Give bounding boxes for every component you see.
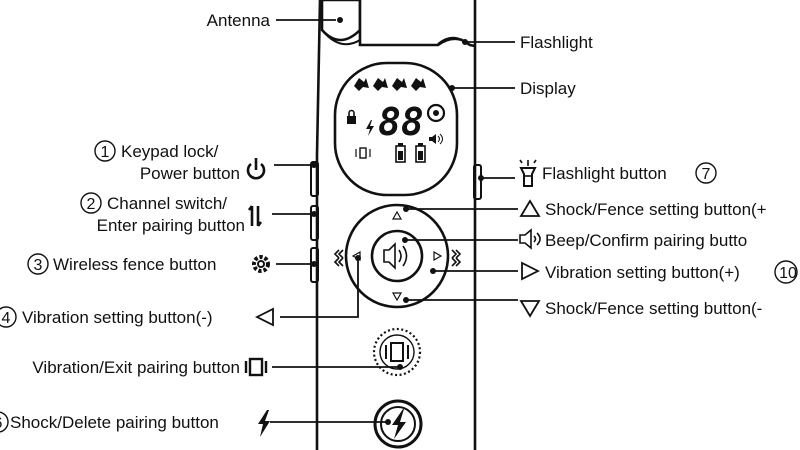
number-badge-3: 3	[27, 253, 49, 275]
svg-text:10: 10	[779, 265, 797, 282]
number-badge-1: 1	[94, 140, 116, 162]
vibration-icon	[244, 357, 268, 377]
display-digits: 88	[378, 100, 424, 144]
svg-text:2: 2	[87, 196, 96, 213]
center-speaker-icon	[383, 242, 408, 270]
lcd-display: 88	[333, 61, 459, 197]
power-icon	[246, 158, 266, 180]
dog-icons-row	[354, 78, 426, 91]
label-flashlight: Flashlight	[520, 33, 593, 52]
label-display: Display	[520, 79, 576, 98]
dpad-down-triangle[interactable]	[391, 292, 403, 302]
fence-side-button[interactable]	[310, 247, 319, 283]
left-triangle-icon	[254, 307, 274, 327]
label-power-button: Power button	[140, 164, 240, 183]
label-shock-delete: Shock/Delete pairing button	[10, 413, 219, 432]
svg-text:6: 6	[0, 415, 3, 432]
lock-icon	[347, 109, 356, 124]
number-badge-4: 4	[0, 306, 17, 328]
display-vibration-icon	[355, 147, 371, 159]
vibration-marks-right	[451, 249, 462, 267]
number-badge-6: 6	[0, 411, 9, 433]
label-keypad-lock: Keypad lock/	[121, 142, 219, 161]
channel-side-button[interactable]	[310, 205, 319, 241]
label-antenna: Antenna	[207, 11, 271, 30]
flashlight-lens	[437, 36, 463, 45]
remote-body	[310, 0, 482, 450]
number-badge-10: 10	[774, 260, 798, 284]
label-channel-switch: Channel switch/	[107, 194, 227, 213]
svg-text:3: 3	[34, 257, 43, 274]
down-triangle-icon	[519, 300, 541, 318]
dpad	[344, 203, 450, 309]
battery-icons	[395, 143, 426, 163]
speaker-icon	[519, 228, 541, 250]
label-wireless-fence: Wireless fence button	[53, 255, 216, 274]
power-side-button[interactable]	[310, 161, 319, 197]
up-triangle-icon	[519, 199, 541, 217]
gear-icon	[252, 255, 270, 273]
channel-switch-icon	[247, 205, 263, 227]
beep-confirm-button[interactable]	[370, 229, 424, 283]
label-vibration-minus: Vibration setting button(-)	[22, 308, 213, 327]
label-flashlight-button: Flashlight button	[542, 164, 667, 183]
label-shock-fence-down: Shock/Fence setting button(-	[545, 299, 762, 318]
display-speaker-icon	[429, 133, 443, 145]
vibration-marks-left	[333, 249, 344, 267]
number-badge-2: 2	[80, 192, 102, 214]
shock-delete-button[interactable]	[373, 399, 423, 449]
fence-indicator-icon	[426, 103, 446, 123]
label-beep-confirm: Beep/Confirm pairing butto	[545, 231, 747, 250]
dpad-up-triangle[interactable]	[391, 210, 403, 220]
dpad-right-triangle[interactable]	[433, 250, 443, 262]
display-bolt-icon	[366, 120, 374, 136]
number-badge-7: 7	[695, 162, 717, 184]
label-enter-pairing: Enter pairing button	[97, 216, 245, 235]
flashlight-icon	[519, 159, 537, 187]
lightning-bolt-icon	[258, 410, 270, 437]
label-shock-fence-up: Shock/Fence setting button(+	[545, 200, 767, 219]
svg-text:4: 4	[2, 310, 11, 327]
leader-lines	[270, 17, 518, 425]
label-vibration-exit: Vibration/Exit pairing button	[32, 358, 240, 377]
svg-text:1: 1	[101, 144, 110, 161]
label-vibration-plus: Vibration setting button(+)	[545, 263, 740, 282]
svg-text:7: 7	[702, 166, 711, 183]
right-triangle-icon	[521, 261, 541, 281]
vibration-exit-button[interactable]	[372, 327, 422, 377]
flashlight-side-button[interactable]	[473, 164, 482, 200]
